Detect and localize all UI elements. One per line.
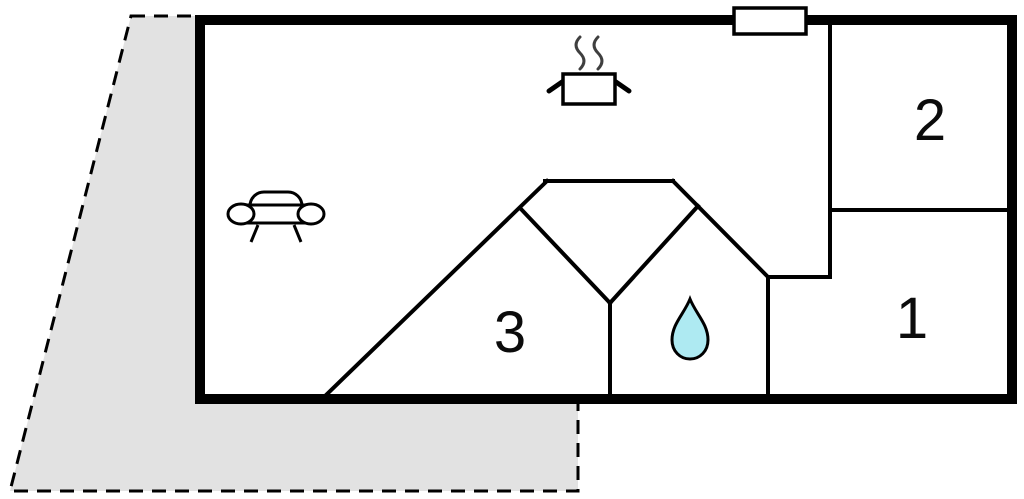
interior-walls (322, 18, 1009, 399)
sofa-leg-left (249, 224, 260, 243)
sofa-armrest-left (226, 202, 256, 226)
sofa-leg-right (292, 224, 303, 243)
window-marker (732, 6, 808, 36)
steam-icon (574, 35, 604, 71)
steam-wave-right (592, 35, 604, 71)
sofa-icon (226, 190, 326, 243)
room-2-label: 2 (914, 88, 946, 153)
water-drop-icon (670, 294, 710, 361)
pot-body (561, 72, 617, 106)
room-3-label: 3 (494, 300, 526, 365)
steam-wave-left (574, 35, 586, 71)
room-1-label: 1 (896, 286, 928, 351)
cooking-pot-icon (546, 72, 632, 106)
pot-handle-right (613, 79, 632, 94)
pot-handle-left (546, 79, 565, 94)
sofa-armrest-right (296, 202, 326, 226)
